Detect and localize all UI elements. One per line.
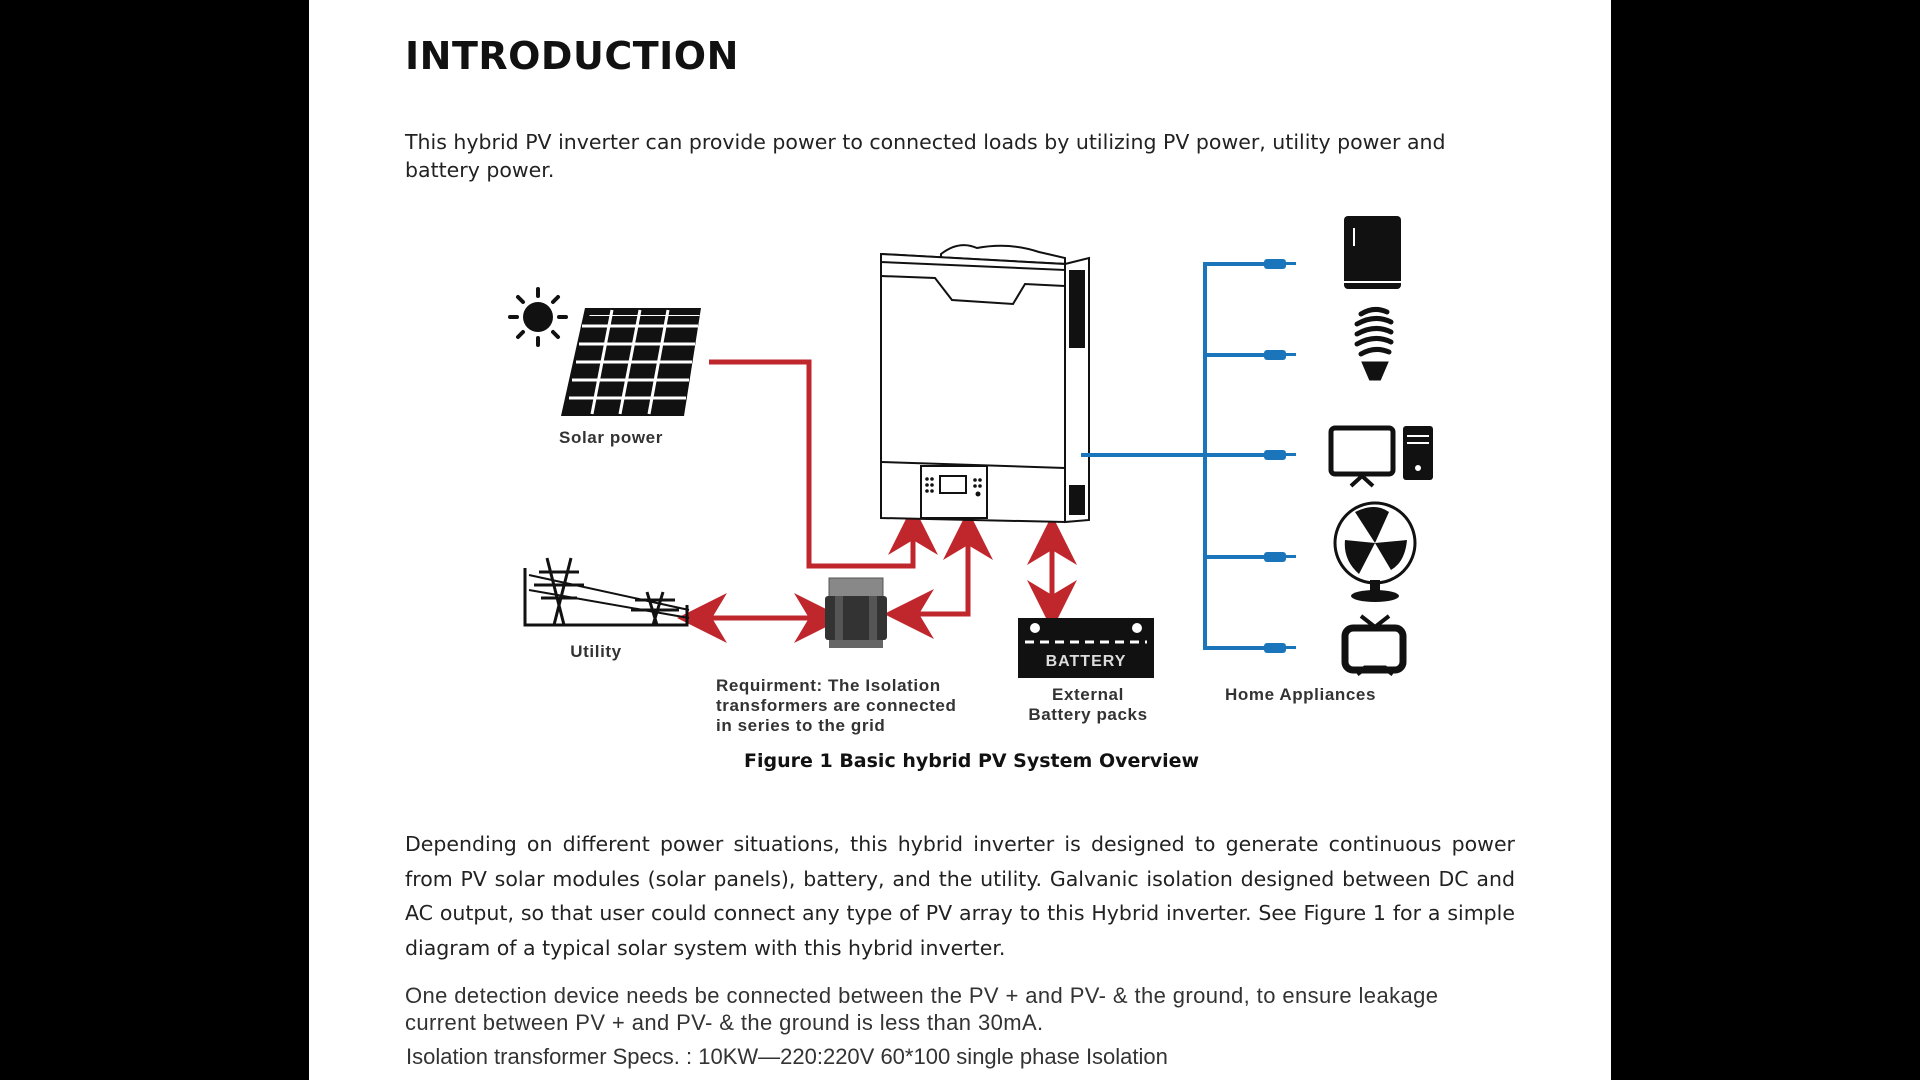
transformer-specs: Isolation transformer Specs. : 10KW—220:… bbox=[406, 1044, 1168, 1069]
computer-icon bbox=[1328, 425, 1433, 488]
light-bulb-icon bbox=[1354, 306, 1394, 381]
page-heading: INTRODUCTION bbox=[405, 34, 739, 78]
intro-paragraph: This hybrid PV inverter can provide powe… bbox=[405, 130, 1446, 182]
sun-icon bbox=[508, 287, 568, 347]
home-appliances-label: Home Appliances bbox=[1225, 685, 1377, 704]
battery-text: BATTERY bbox=[1046, 653, 1127, 670]
transformer-icon bbox=[825, 577, 887, 648]
inverter-icon bbox=[880, 244, 1090, 524]
transformer-requirement-note: Requirment: The Isolation transformers a… bbox=[716, 676, 957, 735]
utility-pylons-icon bbox=[523, 557, 690, 627]
battery-label: External Battery packs bbox=[1028, 685, 1148, 724]
plug-icons bbox=[1264, 259, 1296, 653]
tv-icon bbox=[1341, 614, 1407, 676]
solar-panel-icon bbox=[561, 308, 701, 416]
solar-power-label: Solar power bbox=[559, 428, 663, 447]
detection-note: One detection device needs be connected … bbox=[405, 983, 1439, 1035]
refrigerator-icon bbox=[1344, 216, 1401, 289]
output-bus-lines bbox=[1081, 262, 1265, 650]
system-overview-figure: Solar power bbox=[309, 200, 1611, 760]
description-paragraph: Depending on different power situations,… bbox=[405, 832, 1515, 960]
document-page: INTRODUCTION This hybrid PV inverter can… bbox=[309, 0, 1611, 1080]
figure-caption: Figure 1 Basic hybrid PV System Overview bbox=[744, 750, 1200, 772]
battery-icon: BATTERY bbox=[1018, 618, 1154, 678]
figure-diagram: Solar power bbox=[508, 216, 1433, 678]
utility-label: Utility bbox=[570, 642, 621, 661]
fan-icon bbox=[1333, 501, 1417, 602]
transformer-to-inverter-line bbox=[884, 510, 993, 639]
